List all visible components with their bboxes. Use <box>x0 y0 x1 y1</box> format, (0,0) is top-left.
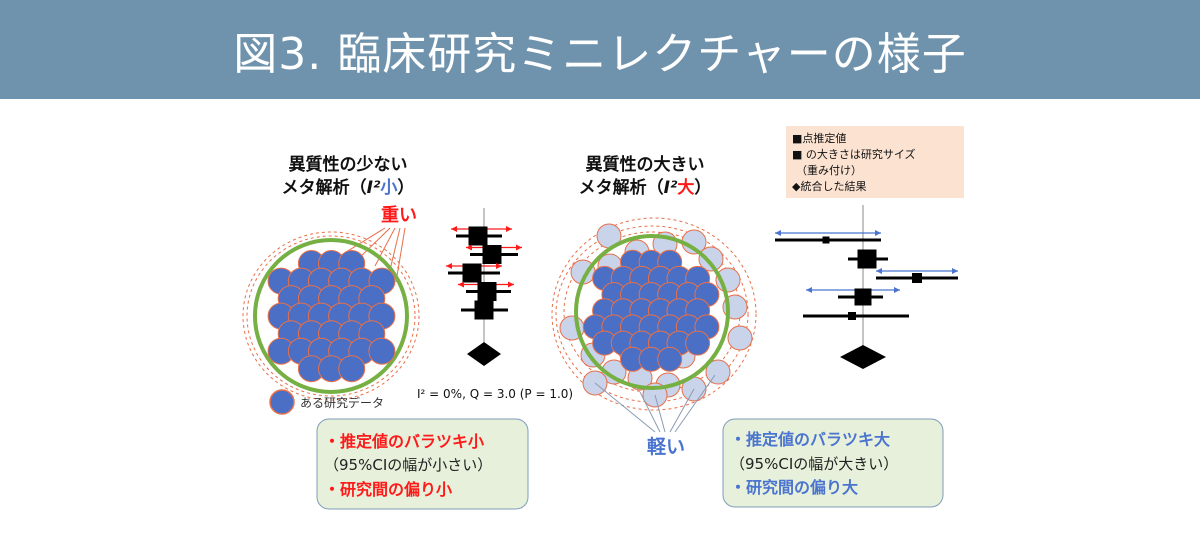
legend-study-label: ある研究データ <box>300 395 384 410</box>
point-estimate <box>857 249 877 269</box>
left-summary-line1: ・推定値のバラツキ小 <box>324 432 484 451</box>
study-circle <box>338 355 366 383</box>
light-study-circle <box>601 359 627 385</box>
point-estimate <box>912 273 922 283</box>
point-estimate <box>462 263 482 283</box>
arrow-head-left <box>775 230 781 236</box>
left-heading-size: 小 <box>380 178 397 198</box>
right-pooled-diamond <box>840 345 886 369</box>
arrow-head-left <box>451 226 457 232</box>
right-summary-line2: （95%CIの幅が大きい） <box>730 455 898 473</box>
arrow-head-left <box>876 268 882 274</box>
point-estimate <box>848 312 856 320</box>
left-heading-prefix: メタ解析（ <box>282 177 367 198</box>
right-pointer-lines <box>594 374 716 433</box>
point-estimate <box>482 245 502 264</box>
heterogeneity-diagram: 異質性の少ない メタ解析（I²小） 重い ある研究データ I² = 0%, Q … <box>242 126 964 510</box>
left-heading-line1: 異質性の少ない <box>289 154 408 175</box>
legend-line1: ■点推定値 <box>792 131 846 145</box>
arrow-head-right <box>516 244 522 251</box>
light-study-circle <box>698 246 724 272</box>
arrow-head-left <box>466 244 472 251</box>
arrow-head-right <box>496 263 502 269</box>
arrow-head-left <box>806 287 812 293</box>
right-forest-plot <box>775 230 958 320</box>
study-circle <box>657 346 683 372</box>
page-header: 図3. 臨床研究ミニレクチャーの様子 <box>0 0 1200 99</box>
right-heading-size: 大 <box>677 177 694 198</box>
right-heading-line1: 異質性の大きい <box>586 154 705 175</box>
left-summary-line2: （95%CIの幅が小さい） <box>324 456 492 474</box>
left-study-cluster <box>267 250 396 383</box>
right-summary-box <box>722 418 944 508</box>
left-heading-close: ） <box>397 177 414 198</box>
arrow-head-right <box>508 281 514 288</box>
right-summary-line3: ・研究間の偏り大 <box>730 478 858 497</box>
point-estimate <box>822 236 830 244</box>
point-estimate <box>474 300 494 320</box>
right-heading-prefix: メタ解析（ <box>579 177 664 198</box>
arrow-head-left <box>446 263 452 269</box>
left-heading-line2: メタ解析（I²小） <box>282 177 415 198</box>
arrow-head-right <box>952 268 958 274</box>
study-circle <box>368 337 396 365</box>
right-study-cluster <box>582 249 720 372</box>
arrow-head-right <box>875 230 881 236</box>
light-study-circle <box>727 325 753 351</box>
legend-line4: ◆統合した結果 <box>792 179 866 193</box>
right-heading-close: ） <box>694 177 711 198</box>
point-estimate <box>477 282 497 301</box>
left-dashed-rings <box>242 231 420 401</box>
arrow-head-left <box>458 281 464 288</box>
study-circle <box>685 330 711 356</box>
left-green-ring <box>253 238 409 394</box>
left-forest-plot <box>446 226 522 320</box>
left-weight-label: 重い <box>381 204 417 226</box>
page-title: 図3. 臨床研究ミニレクチャーの様子 <box>233 28 967 80</box>
arrow-head-right <box>894 287 900 293</box>
legend-line2: ■ の大きさは研究サイズ <box>792 147 916 161</box>
right-green-ring <box>574 234 730 390</box>
point-estimate <box>854 288 872 306</box>
right-heading-line2: メタ解析（I²大） <box>579 177 712 198</box>
left-heading-i2: I² <box>367 178 381 198</box>
legend-study-icon <box>269 389 295 415</box>
legend-box <box>786 126 964 198</box>
right-heading-i2: I² <box>664 178 678 198</box>
point-estimate <box>468 226 488 246</box>
right-summary-line1: ・推定値のバラツキ大 <box>730 430 890 449</box>
arrow-head-right <box>506 226 512 232</box>
left-stats: I² = 0%, Q = 3.0 (P = 1.0) <box>417 387 573 401</box>
legend-line3: （重み付け） <box>796 163 862 177</box>
right-weight-label: 軽い <box>647 436 685 458</box>
light-study-circle <box>705 359 731 385</box>
left-pooled-diamond <box>467 342 501 366</box>
left-summary-line3: ・研究間の偏り小 <box>324 480 452 499</box>
left-summary-box <box>316 418 529 510</box>
